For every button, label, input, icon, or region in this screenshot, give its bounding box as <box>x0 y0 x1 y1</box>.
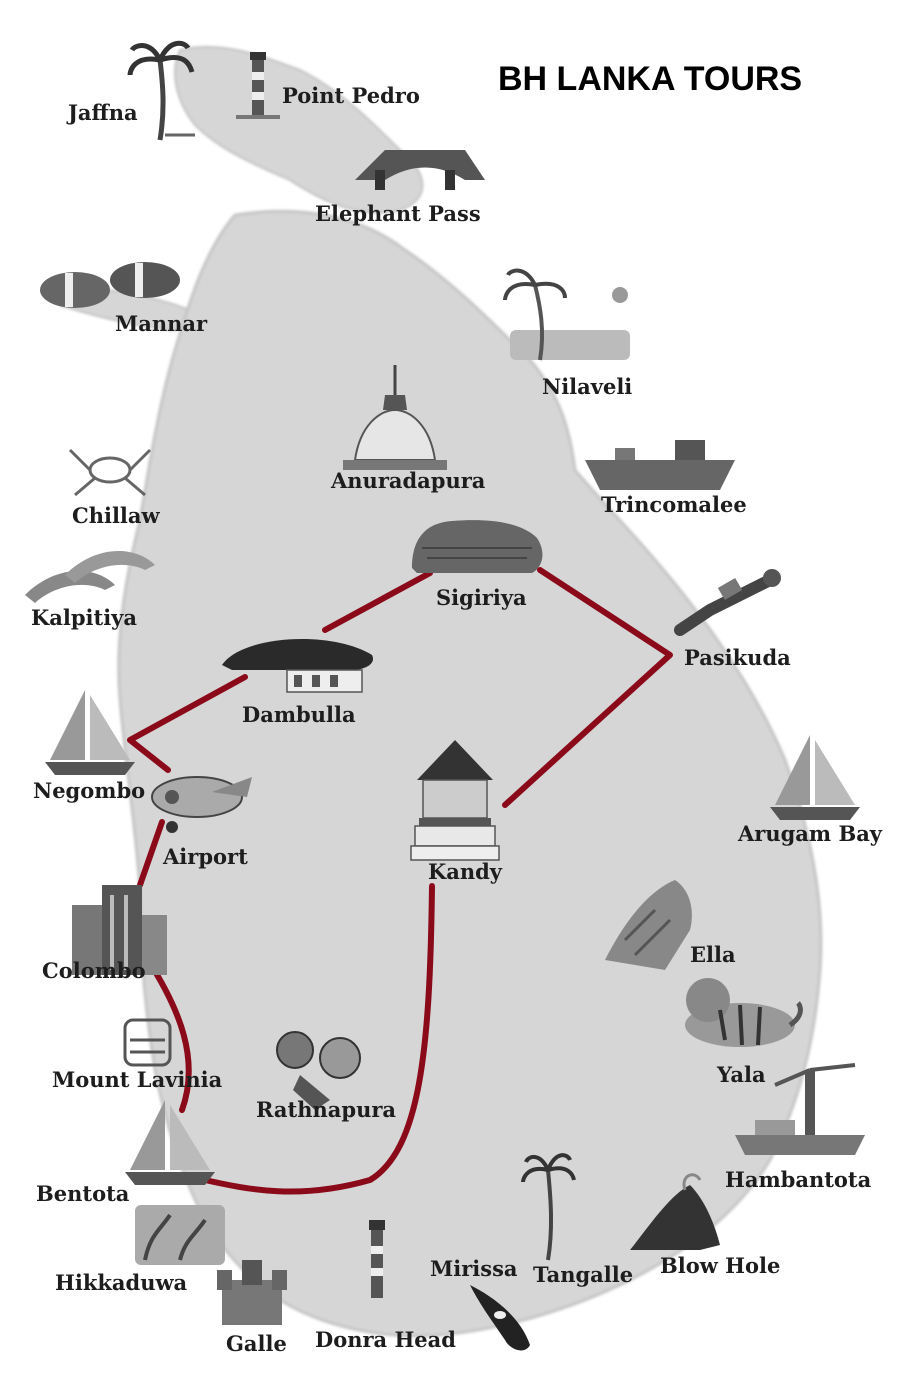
hotel-icon <box>123 1018 172 1067</box>
stupa-icon <box>343 365 447 470</box>
sailboat-icon <box>770 735 860 820</box>
route-bentota-kandy <box>202 883 435 1195</box>
skyscraper-icon <box>72 885 167 975</box>
label-chillaw: Chillaw <box>72 503 161 528</box>
whale-icon <box>470 1285 530 1351</box>
bridge-icon <box>355 150 485 190</box>
label-airport: Airport <box>162 844 248 869</box>
coral-reef-icon <box>135 1205 225 1265</box>
label-yala: Yala <box>716 1062 766 1087</box>
label-mirissa: Mirissa <box>430 1256 518 1281</box>
route-colombo-bentota <box>145 957 192 1113</box>
label-jaffna: Jaffna <box>66 100 138 125</box>
label-kandy: Kandy <box>428 859 503 884</box>
label-rathnapura: Rathnapura <box>256 1097 396 1122</box>
label-arugam-bay: Arugam Bay <box>737 821 883 846</box>
jaffna-peninsula-land <box>174 45 424 214</box>
label-point-pedro: Point Pedro <box>282 83 420 108</box>
fort-icon <box>217 1260 287 1325</box>
label-blow-hole: Blow Hole <box>660 1253 780 1278</box>
palm-tree-icon <box>127 40 195 141</box>
clownfish-icon <box>40 262 180 308</box>
label-tangalle: Tangalle <box>533 1262 633 1287</box>
label-negombo: Negombo <box>33 778 145 803</box>
label-trincomalee: Trincomalee <box>601 492 747 517</box>
blow-hole-icon <box>630 1173 720 1250</box>
route-dambulla-negombo <box>127 674 248 773</box>
route-sigiriya-pasikuda <box>502 567 673 808</box>
label-sigiriya: Sigiriya <box>436 585 527 610</box>
rock-fortress-icon <box>412 520 543 573</box>
lighthouse-icon <box>369 1220 385 1298</box>
label-hikkaduwa: Hikkaduwa <box>55 1270 188 1295</box>
ship-icon <box>585 440 735 490</box>
cave-temple-icon <box>222 638 373 693</box>
harbor-crane-icon <box>735 1063 865 1155</box>
label-ella: Ella <box>690 942 736 967</box>
label-nilaveli: Nilaveli <box>542 374 632 399</box>
gem-icon <box>276 1031 361 1110</box>
route-sigiriya-dambulla <box>322 570 433 633</box>
label-kalpitiya: Kalpitiya <box>31 605 137 630</box>
label-elephant-pass: Elephant Pass <box>315 201 481 226</box>
sailboat-icon <box>45 690 135 775</box>
mountain-icon <box>605 880 692 970</box>
crab-icon <box>68 448 152 497</box>
diver-icon <box>674 569 781 636</box>
label-mannar: Mannar <box>115 311 208 336</box>
label-galle: Galle <box>226 1331 287 1356</box>
temple-icon <box>410 740 500 861</box>
dolphin-icon <box>25 551 155 603</box>
route-airport-colombo <box>137 819 165 888</box>
beach-palm-icon <box>503 268 630 361</box>
palm-tree-icon <box>521 1153 576 1261</box>
label-anuradhapura: Anuradapura <box>330 468 486 493</box>
label-bentota: Bentota <box>36 1181 130 1206</box>
label-donra-head: Donra Head <box>315 1327 456 1352</box>
airplane-icon <box>151 776 252 833</box>
lighthouse-icon <box>236 52 280 119</box>
label-pasikuda: Pasikuda <box>684 645 791 670</box>
map-title: BH LANKA TOURS <box>498 60 802 98</box>
label-mount-lavinia: Mount Lavinia <box>52 1067 223 1092</box>
label-dambulla: Dambulla <box>242 702 356 727</box>
label-colombo: Colombo <box>42 958 146 983</box>
tour-route <box>127 567 673 1195</box>
label-hambantota: Hambantota <box>725 1167 872 1192</box>
tiger-icon <box>685 978 803 1047</box>
sailboat-icon <box>125 1100 215 1185</box>
